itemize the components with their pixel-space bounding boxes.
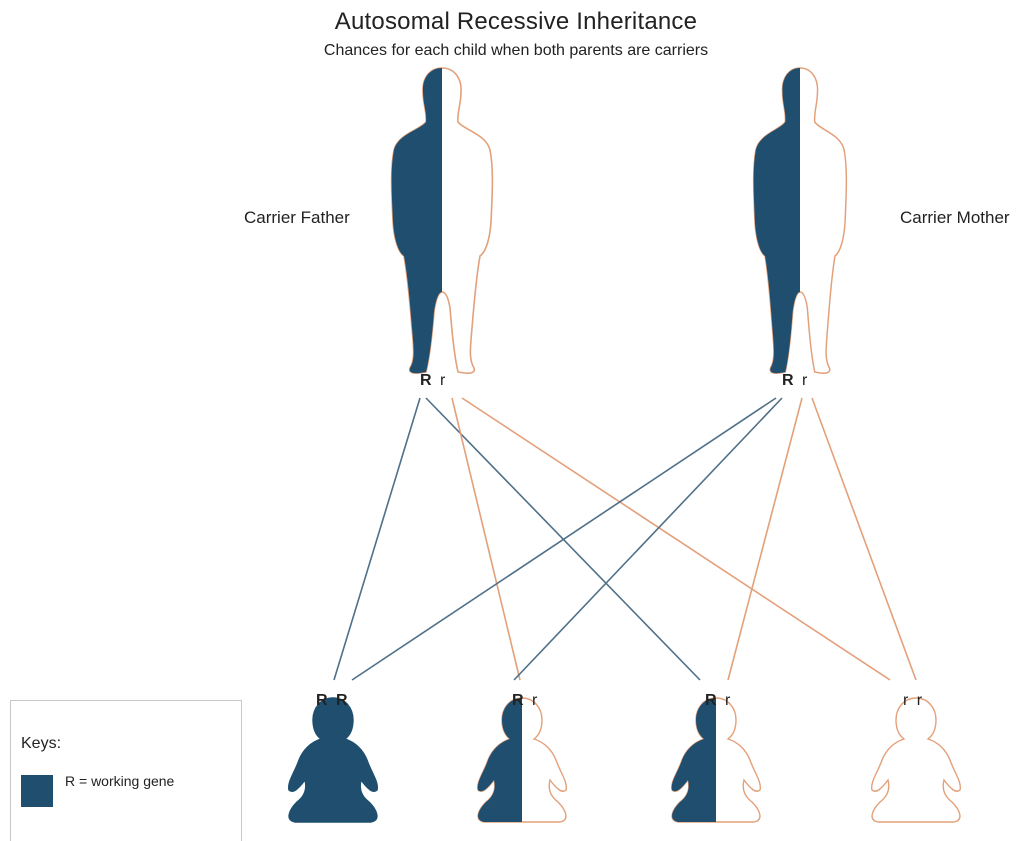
child-2-allele-1: R [512,692,526,709]
child-4-allele-2: r [916,692,925,709]
mother-label: Carrier Mother [900,208,1010,227]
mother-allele-1: R [782,372,796,389]
line-mother-R-child-2 [513,397,783,681]
mother-allele-2: r [802,372,810,389]
father-allele-2: r [440,372,448,389]
mother-figure [752,67,848,374]
child-2-alleles: R r [512,692,539,710]
child-4-alleles: r r [903,692,924,710]
child-1-allele-2: R [336,692,350,709]
diagram-subtitle: Chances for each child when both parents… [323,42,709,59]
child-1-allele-1: R [316,692,330,709]
line-mother-R-child-1 [351,397,777,681]
father-label: Carrier Father [244,208,350,227]
line-mother-r-child-4 [811,397,917,681]
line-father-R-child-1 [333,397,421,681]
diagram-title: Autosomal Recessive Inheritance [334,8,698,35]
working-gene-key-label: R = working gene [65,773,175,789]
working-gene-swatch [21,775,53,807]
child-1-figure [287,697,379,823]
keys-legend: Keys: R = working gene [10,700,242,841]
line-father-r-child-2 [451,397,521,681]
child-3-allele-1: R [705,692,719,709]
keys-title: Keys: [21,735,62,752]
child-3-alleles: R r [705,692,732,710]
father-figure [390,67,494,374]
child-2-allele-2: r [532,692,540,709]
father-alleles: R r [420,372,447,390]
child-4-allele-1: r [903,692,911,709]
father-allele-1: R [420,372,434,389]
child-3-figure [670,697,762,823]
mother-alleles: R r [782,372,809,390]
inheritance-lines [333,397,917,681]
child-1-alleles: R R [316,692,350,710]
line-father-r-child-4 [461,397,891,681]
child-3-allele-2: r [725,692,733,709]
child-4-figure [870,697,962,823]
child-2-figure [476,697,568,823]
line-mother-r-child-3 [727,397,803,681]
